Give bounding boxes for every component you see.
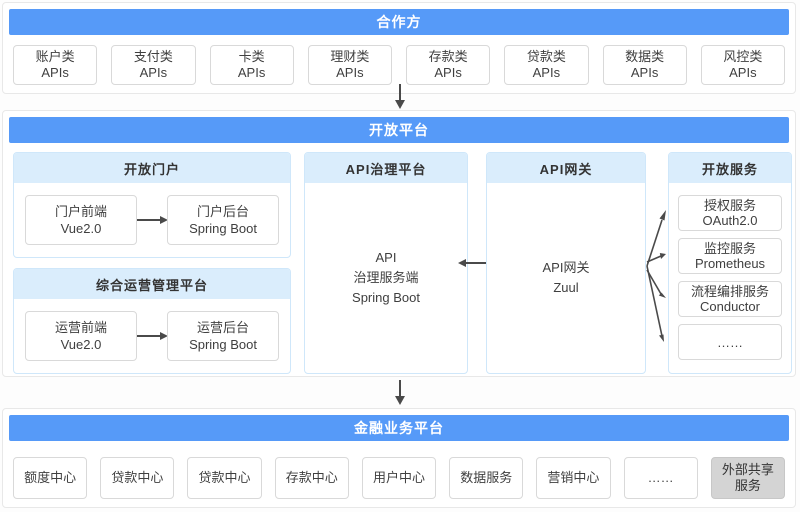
partner-api-box: 存款类 APIs bbox=[406, 45, 491, 85]
portal-frontend-node: 门户前端 Vue2.0 bbox=[25, 195, 137, 245]
governance-header: API治理平台 bbox=[305, 153, 467, 183]
open-platform-header: 开放平台 bbox=[9, 117, 789, 143]
governance-column: API治理平台 API 治理服务端 Spring Boot bbox=[304, 152, 468, 374]
gateway-header: API网关 bbox=[487, 153, 645, 183]
center-box: 贷款中心 bbox=[187, 457, 262, 499]
services-list: 授权服务 OAuth2.0 监控服务 Prometheus 流程编排服务 Con… bbox=[669, 183, 791, 360]
partners-header: 合作方 bbox=[9, 9, 789, 35]
governance-node: API 治理服务端 Spring Boot bbox=[352, 249, 420, 305]
partner-api-box: 风控类 APIs bbox=[700, 45, 785, 85]
services-header: 开放服务 bbox=[669, 153, 791, 183]
fan-arrows-icon bbox=[646, 210, 666, 342]
partner-api-row: 账户类 APIs 支付类 APIs 卡类 APIs 理财类 APIs 存款类 A… bbox=[3, 35, 795, 85]
center-box: 用户中心 bbox=[361, 457, 437, 499]
service-box: …… bbox=[678, 324, 782, 360]
gateway-column: API网关 API网关 Zuul bbox=[486, 152, 646, 374]
service-box: 监控服务 Prometheus bbox=[678, 238, 782, 274]
external-shared-service-box: 外部共享服务 bbox=[710, 457, 785, 499]
service-box: 授权服务 OAuth2.0 bbox=[678, 195, 782, 231]
center-box: 营销中心 bbox=[536, 457, 611, 499]
center-box: 额度中心 bbox=[13, 457, 88, 499]
portal-backend-node: 门户后台 Spring Boot bbox=[167, 195, 280, 245]
center-box: 存款中心 bbox=[274, 457, 349, 499]
partners-panel: 合作方 账户类 APIs 支付类 APIs 卡类 APIs 理财类 APIs 存… bbox=[2, 2, 796, 94]
ops-panel: 综合运营管理平台 运营前端 Vue2.0 运营后台 Spring Boot bbox=[13, 268, 291, 374]
center-box: 贷款中心 bbox=[100, 457, 175, 499]
partner-api-box: 账户类 APIs bbox=[13, 45, 98, 85]
center-box: 数据服务 bbox=[449, 457, 524, 499]
financial-platform-panel: 金融业务平台 额度中心 贷款中心 贷款中心 存款中心 用户中心 数据服务 营销中… bbox=[2, 408, 796, 508]
right-arrow-icon bbox=[136, 332, 168, 340]
services-column: 开放服务 授权服务 OAuth2.0 监控服务 Prometheus 流程编排服… bbox=[668, 152, 792, 374]
down-arrow-icon bbox=[395, 84, 405, 109]
external-shared-service-label: 外部共享服务 bbox=[721, 462, 774, 493]
portal-body: 门户前端 Vue2.0 门户后台 Spring Boot bbox=[14, 183, 290, 257]
partner-api-box: 理财类 APIs bbox=[307, 45, 392, 85]
partner-api-box: 卡类 APIs bbox=[209, 45, 294, 85]
portal-header: 开放门户 bbox=[14, 153, 290, 183]
portal-panel: 开放门户 门户前端 Vue2.0 门户后台 Spring Boot bbox=[13, 152, 291, 258]
down-arrow-icon bbox=[395, 380, 405, 405]
partner-api-box: 贷款类 APIs bbox=[504, 45, 589, 85]
open-platform-panel: 开放平台 开放门户 门户前端 Vue2.0 门户后台 Spring Boot 综… bbox=[2, 110, 796, 377]
partner-api-box: 数据类 APIs bbox=[602, 45, 687, 85]
financial-platform-header: 金融业务平台 bbox=[9, 415, 789, 441]
right-arrow-icon bbox=[136, 216, 168, 224]
center-row: 额度中心 贷款中心 贷款中心 存款中心 用户中心 数据服务 营销中心 …… 外部… bbox=[3, 441, 795, 499]
ops-backend-node: 运营后台 Spring Boot bbox=[167, 311, 280, 361]
partner-api-box: 支付类 APIs bbox=[111, 45, 196, 85]
service-box: 流程编排服务 Conductor bbox=[678, 281, 782, 317]
center-box: …… bbox=[623, 457, 698, 499]
ops-header: 综合运营管理平台 bbox=[14, 269, 290, 299]
gateway-node: API网关 Zuul bbox=[542, 259, 590, 295]
ops-frontend-node: 运营前端 Vue2.0 bbox=[25, 311, 137, 361]
ops-body: 运营前端 Vue2.0 运营后台 Spring Boot bbox=[14, 299, 290, 373]
